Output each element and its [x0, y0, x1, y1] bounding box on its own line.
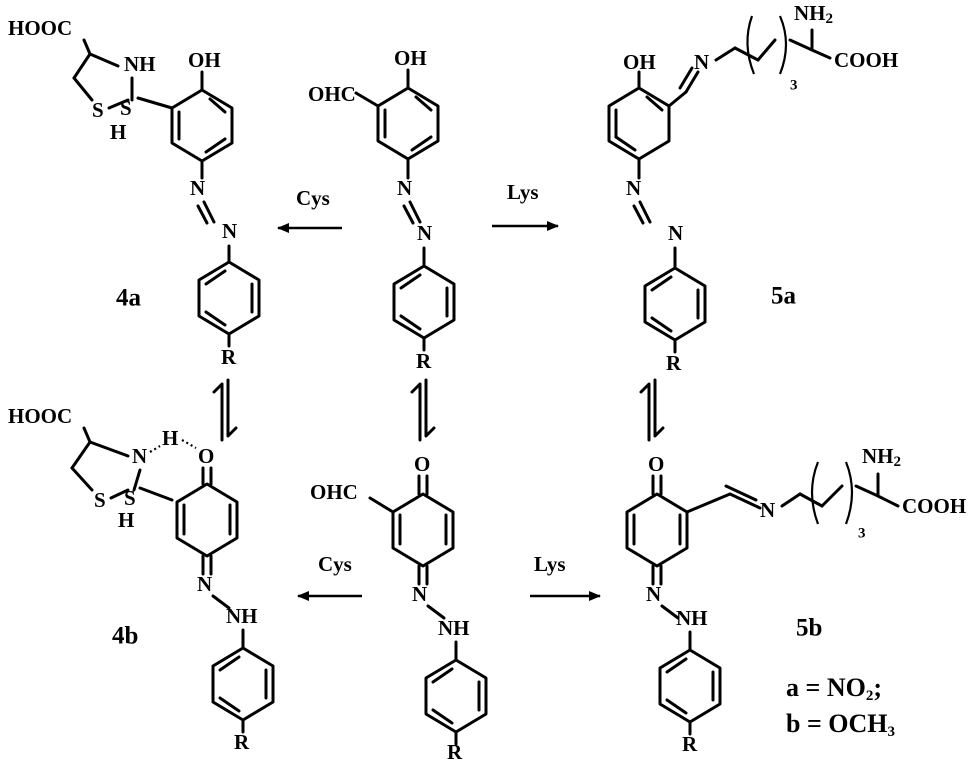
legend-line-a: a = NO2;	[786, 673, 882, 704]
equilibrium-arrow-left	[212, 378, 238, 442]
oxo-label: O	[648, 452, 664, 476]
reagent-lys-label: Lys	[507, 180, 539, 204]
ring-h-label: H	[110, 120, 126, 144]
carboxyl-label: COOH	[834, 48, 898, 72]
azo-n-label: N	[412, 582, 427, 606]
aldehyde-label: OHC	[310, 480, 358, 504]
hydroxyl-label: OH	[623, 50, 656, 74]
reagent-lys-label: Lys	[534, 552, 566, 576]
equilibrium-arrow-center	[410, 378, 436, 442]
reagent-cys-label: Cys	[318, 552, 352, 576]
azo-n-label: N	[397, 176, 412, 200]
compound-4a-structure: HOOC S NH S H OH N N R 4a	[8, 16, 261, 369]
aldehyde-label: OHC	[308, 82, 356, 106]
carboxyl-label: HOOC	[8, 16, 72, 40]
oxo-label: O	[198, 444, 214, 468]
azo-n-label: N	[668, 221, 683, 245]
amino-label: NH2	[862, 444, 901, 471]
compound-4b-structure: HOOC S N H S H O N NH R 4b	[8, 404, 275, 754]
azo-n-label: N	[417, 221, 432, 245]
thiazolidine-s-label: S	[92, 98, 104, 122]
ring-h-label: H	[118, 508, 134, 532]
compound-5b-label: 5b	[796, 615, 822, 642]
carboxyl-label: COOH	[902, 494, 966, 518]
imine-n-label: N	[694, 50, 709, 74]
compound-4a-label: 4a	[116, 285, 142, 312]
thiazolidine-s-label: S	[120, 96, 132, 120]
hbond-h-label: H	[162, 426, 178, 450]
substituent-r-label: R	[666, 351, 682, 375]
compound-5a-label: 5a	[771, 283, 797, 310]
equilibrium-arrow-right	[639, 378, 665, 442]
azo-n-label: N	[646, 582, 661, 606]
amine-nh-label: N	[132, 444, 147, 468]
substituent-r-label: R	[221, 345, 237, 369]
carboxyl-label: HOOC	[8, 404, 72, 428]
hydroxyl-label: OH	[188, 48, 221, 72]
substituent-r-label: R	[234, 730, 250, 754]
legend-line-b: b = OCH3	[786, 709, 895, 740]
amino-label: NH2	[794, 1, 833, 28]
compound-4b-label: 4b	[112, 623, 138, 650]
center-top-azo-compound: OH OHC N N R	[308, 46, 456, 373]
hydroxyl-label: OH	[394, 46, 427, 70]
reagent-cys-label: Cys	[296, 186, 330, 210]
center-bottom-hydrazone-compound: O OHC N NH R	[310, 452, 488, 763]
chain-repeat-label: 3	[790, 77, 798, 93]
amine-nh-label: NH	[124, 52, 156, 76]
amine-nh-label: NH	[438, 616, 470, 640]
compound-5a-structure: OH N 3 NH2 COOH N N R 5a	[607, 1, 898, 375]
substituent-legend: a = NO2; b = OCH3	[786, 673, 895, 740]
compound-5b-structure: O N 3 NH2 COOH N NH R 5b	[625, 444, 966, 756]
amine-nh-label: NH	[226, 604, 258, 628]
chain-repeat-label: 3	[858, 525, 866, 541]
azo-n-label: N	[197, 572, 212, 596]
thiazolidine-s-label: S	[94, 488, 106, 512]
azo-n-label: N	[190, 176, 205, 200]
substituent-r-label: R	[447, 740, 463, 763]
equilibrium-arrows	[212, 378, 665, 442]
azo-n-label: N	[222, 219, 237, 243]
amine-nh-label: NH	[676, 606, 708, 630]
azo-n-label: N	[626, 176, 641, 200]
substituent-r-label: R	[682, 732, 698, 756]
imine-n-label: N	[760, 498, 775, 522]
substituent-r-label: R	[416, 349, 432, 373]
oxo-label: O	[414, 452, 430, 476]
reaction-arrows: Cys Lys Cys Lys	[277, 180, 601, 601]
thiazolidine-s-label: S	[124, 486, 136, 510]
